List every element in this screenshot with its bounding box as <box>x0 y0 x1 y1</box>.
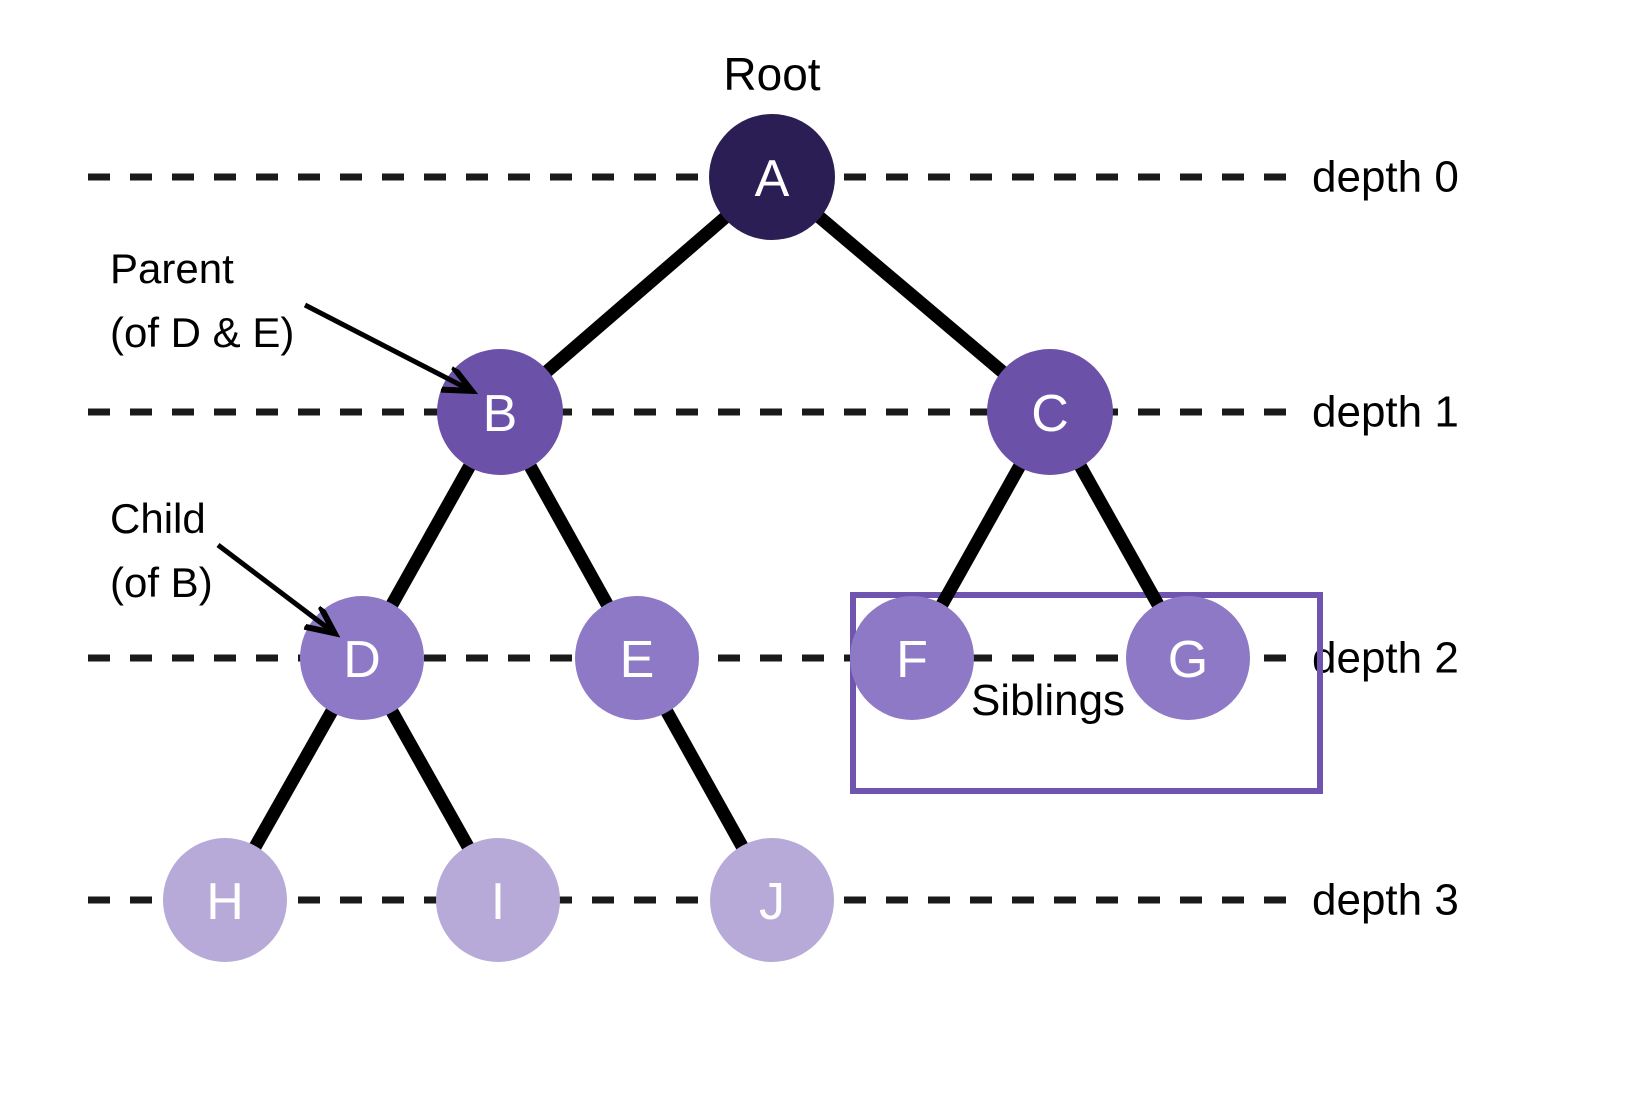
depth-lines-group: depth 0 depth 1 depth 2 depth 3 <box>88 153 1459 925</box>
node-circle-e <box>575 596 699 720</box>
node-circle-c <box>987 349 1113 475</box>
node-label-a: A <box>755 150 790 208</box>
annotation-arrow-parent <box>303 302 470 390</box>
tree-node-e[interactable]: E <box>575 596 699 720</box>
tree-node-g[interactable]: G <box>1126 596 1250 720</box>
node-label-e: E <box>620 631 655 689</box>
edge-B-E <box>524 462 614 609</box>
siblings-group-box <box>850 592 1323 794</box>
tree-node-j[interactable]: J <box>710 838 834 962</box>
tree-node-i[interactable]: I <box>436 838 560 962</box>
annotation-child-line-0: Child <box>110 495 206 542</box>
tree-nodes-group: A B C D E F G H I J Siblings <box>163 114 1250 962</box>
tree-node-c[interactable]: C <box>987 349 1113 475</box>
annotation-parent-line-1: (of D & E) <box>110 309 294 356</box>
edge-D-I <box>385 707 475 851</box>
tree-node-f[interactable]: F <box>850 596 974 720</box>
node-circle-f <box>850 596 974 720</box>
node-label-h: H <box>206 873 244 931</box>
node-label-g: G <box>1168 631 1208 689</box>
edge-D-H <box>248 707 339 851</box>
annotation-child-line-1: (of B) <box>110 559 213 606</box>
node-circle-h <box>163 838 287 962</box>
depth-label-2: depth 2 <box>1312 634 1459 683</box>
depth-label-1: depth 1 <box>1312 388 1459 437</box>
siblings-box-outline <box>850 592 1323 794</box>
depth-label-0: depth 0 <box>1312 153 1459 202</box>
node-label-f: F <box>896 631 928 689</box>
node-label-d: D <box>343 631 381 689</box>
node-label-j: J <box>759 873 785 931</box>
edge-A-B <box>541 211 731 378</box>
tree-node-b[interactable]: B <box>437 349 563 475</box>
node-label-b: B <box>483 385 518 443</box>
tree-node-d[interactable]: D <box>300 596 424 720</box>
node-circle-i <box>436 838 560 962</box>
edge-A-C <box>814 211 1008 378</box>
annotation-arrow-child <box>216 543 333 632</box>
edge-E-J <box>660 707 749 851</box>
root-caption: Root <box>723 48 820 100</box>
tree-node-a[interactable]: A <box>709 114 835 240</box>
node-circle-g <box>1126 596 1250 720</box>
tree-edges-group <box>248 211 1165 851</box>
node-circle-j <box>710 838 834 962</box>
depth-label-3: depth 3 <box>1312 876 1459 925</box>
node-label-i: I <box>491 873 505 931</box>
annotation-parent-line-0: Parent <box>110 245 234 292</box>
edge-C-G <box>1074 462 1165 609</box>
edge-C-F <box>935 462 1026 609</box>
siblings-label: Siblings <box>971 676 1125 725</box>
node-circle-a <box>709 114 835 240</box>
edge-B-D <box>385 462 476 609</box>
tree-node-h[interactable]: H <box>163 838 287 962</box>
node-label-c: C <box>1031 385 1069 443</box>
